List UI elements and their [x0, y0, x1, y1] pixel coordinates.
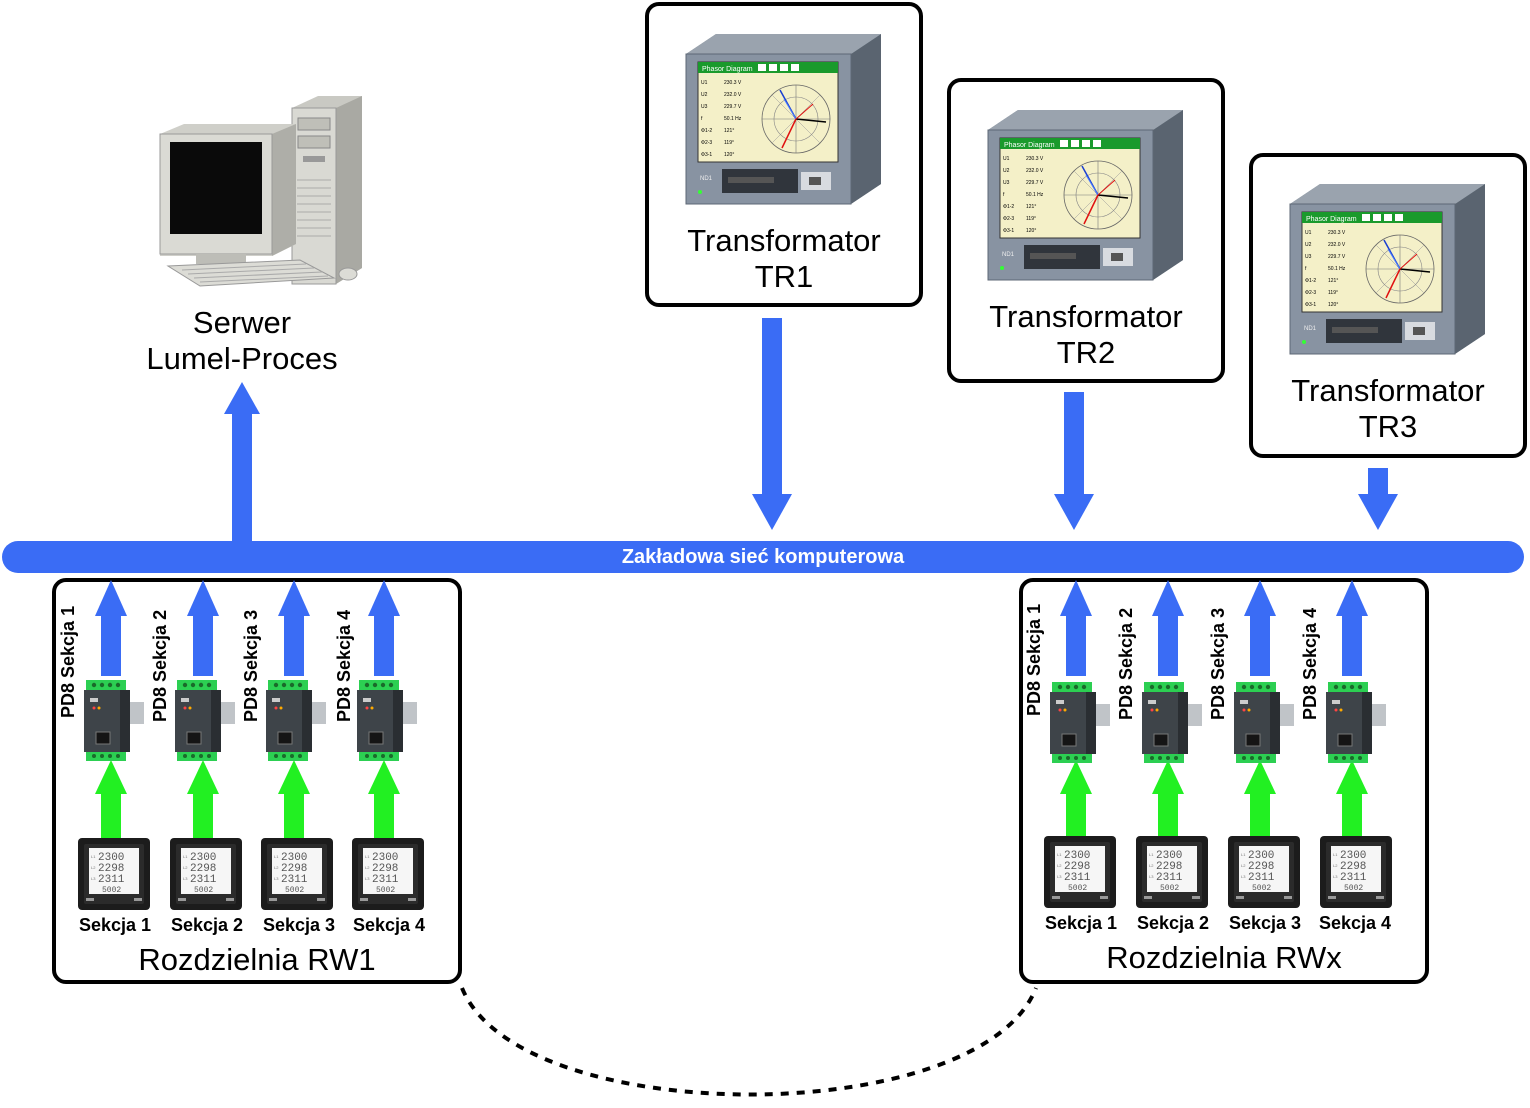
section-label: Sekcja 3	[1228, 913, 1302, 933]
transformer-tr2-line2: TR2	[1056, 335, 1116, 370]
section-label: Sekcja 4	[1318, 913, 1392, 933]
arrow-from-tr2	[1054, 392, 1094, 530]
computer-icon	[159, 96, 362, 287]
switchboard-rwx-title: Rozdzielnia RWx	[1106, 940, 1342, 975]
arrow-pd8-rwx-2	[1152, 580, 1184, 676]
arrow-pd8-rw1-1	[95, 580, 127, 676]
section-label: Sekcja 2	[170, 915, 244, 935]
arrow-pd8-rwx-1	[1060, 580, 1092, 676]
section-label: Sekcja 3	[262, 915, 336, 935]
transformer-tr3-label: Transformator TR3	[1253, 373, 1523, 445]
pd8-label: PD8 Sekcja 2	[150, 609, 170, 722]
power-meter-icon	[1136, 836, 1208, 908]
section-label: Sekcja 1	[78, 915, 152, 935]
arrow-pd8-rw1-4	[368, 580, 400, 676]
pd8-converter-icon	[1233, 681, 1295, 764]
pd8-label: PD8 Sekcja 4	[1300, 607, 1320, 720]
power-meter-icon	[1228, 836, 1300, 908]
server-label-line2: Lumel-Proces	[146, 341, 338, 376]
arrow-meter-rw1-3	[278, 760, 310, 840]
transformer-tr3-line2: TR3	[1358, 409, 1418, 444]
section-label: Sekcja 2	[1136, 913, 1210, 933]
pd8-converter-icon	[1325, 681, 1387, 764]
arrow-pd8-rw1-3	[278, 580, 310, 676]
arrow-meter-rwx-2	[1152, 760, 1184, 838]
section-label: Sekcja 1	[1044, 913, 1118, 933]
section-label: Sekcja 4	[352, 915, 426, 935]
switchboard-rwx-devices	[1044, 580, 1392, 908]
transformer-tr3-line1: Transformator	[1291, 373, 1485, 408]
arrow-pd8-rw1-2	[187, 580, 219, 676]
network-bus: Zakładowa sieć komputerowa	[2, 541, 1524, 573]
transformer-tr1-label: Transformator TR1	[649, 223, 919, 295]
power-meter-icon	[1044, 836, 1116, 908]
pd8-label: PD8 Sekcja 3	[241, 609, 261, 722]
arrow-meter-rw1-4	[368, 760, 400, 840]
pd8-label: PD8 Sekcja 4	[334, 609, 354, 722]
server-label-line1: Serwer	[192, 305, 292, 340]
power-meter-icon	[1320, 836, 1392, 908]
arrow-pd8-rwx-3	[1244, 580, 1276, 676]
transformer-tr1-line2: TR1	[754, 259, 814, 294]
recorder-icon	[685, 33, 882, 205]
arrow-meter-rw1-2	[187, 760, 219, 840]
pd8-converter-icon	[1141, 681, 1203, 764]
transformer-tr1-line1: Transformator	[687, 223, 881, 258]
arrow-meter-rwx-4	[1336, 760, 1368, 838]
pd8-converter-icon	[265, 679, 327, 762]
arrow-to-server	[224, 382, 260, 541]
arrow-meter-rwx-3	[1244, 760, 1276, 838]
power-meter-icon	[261, 838, 333, 910]
switchboard-rw1-title: Rozdzielnia RW1	[138, 942, 376, 977]
network-bus-label: Zakładowa sieć komputerowa	[621, 546, 905, 568]
arrow-meter-rwx-1	[1060, 760, 1092, 838]
pd8-label: PD8 Sekcja 2	[1116, 607, 1136, 720]
recorder-icon	[987, 109, 1184, 281]
power-meter-icon	[78, 838, 150, 910]
power-meter-icon	[170, 838, 242, 910]
pd8-label: PD8 Sekcja 3	[1208, 607, 1228, 720]
server-label: Serwer Lumel-Proces	[100, 305, 384, 377]
power-meter-icon	[352, 838, 424, 910]
pd8-label: PD8 Sekcja 1	[58, 605, 78, 718]
pd8-converter-icon	[356, 679, 418, 762]
pd8-converter-icon	[1049, 681, 1111, 764]
recorder-icon	[1289, 183, 1486, 355]
pd8-converter-icon	[83, 679, 145, 762]
arrow-from-tr1	[752, 318, 792, 530]
arrow-pd8-rwx-4	[1336, 580, 1368, 676]
arrow-meter-rw1-1	[95, 760, 127, 840]
pd8-converter-icon	[174, 679, 236, 762]
switchboard-rw1-devices	[78, 580, 424, 910]
dotted-connection	[460, 987, 1038, 1097]
arrow-from-tr3	[1358, 468, 1398, 530]
pd8-label: PD8 Sekcja 1	[1024, 603, 1044, 716]
transformer-tr2-label: Transformator TR2	[951, 299, 1221, 371]
transformer-tr2-line1: Transformator	[989, 299, 1183, 334]
